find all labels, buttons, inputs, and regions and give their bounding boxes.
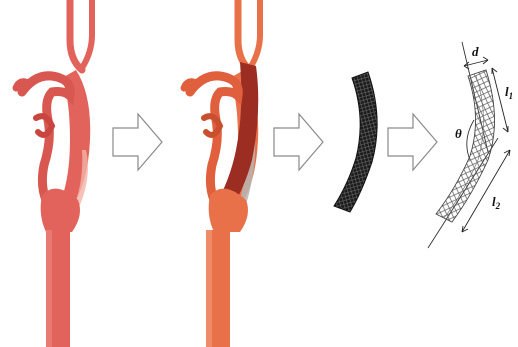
stent-lattice — [436, 70, 495, 222]
stent-geometry-panel: d l1 θ l2 — [428, 42, 513, 248]
label-l1: l1 — [505, 84, 513, 101]
flow-arrow-1 — [113, 114, 162, 170]
mesh-segment — [334, 72, 377, 212]
label-d: d — [472, 44, 479, 59]
vessel-segment-panel — [184, 0, 260, 347]
vessel-top-branch-left — [70, 0, 82, 70]
vessel-model-panel — [16, 0, 92, 347]
flow-arrow-2 — [274, 114, 323, 170]
label-theta: θ — [455, 126, 462, 141]
vessel-top-branch-right — [82, 0, 92, 68]
mesh-segment-panel — [334, 72, 377, 212]
vessel-external-branch — [22, 76, 70, 200]
flow-arrow-3 — [388, 114, 437, 170]
label-l2: l2 — [492, 194, 501, 211]
